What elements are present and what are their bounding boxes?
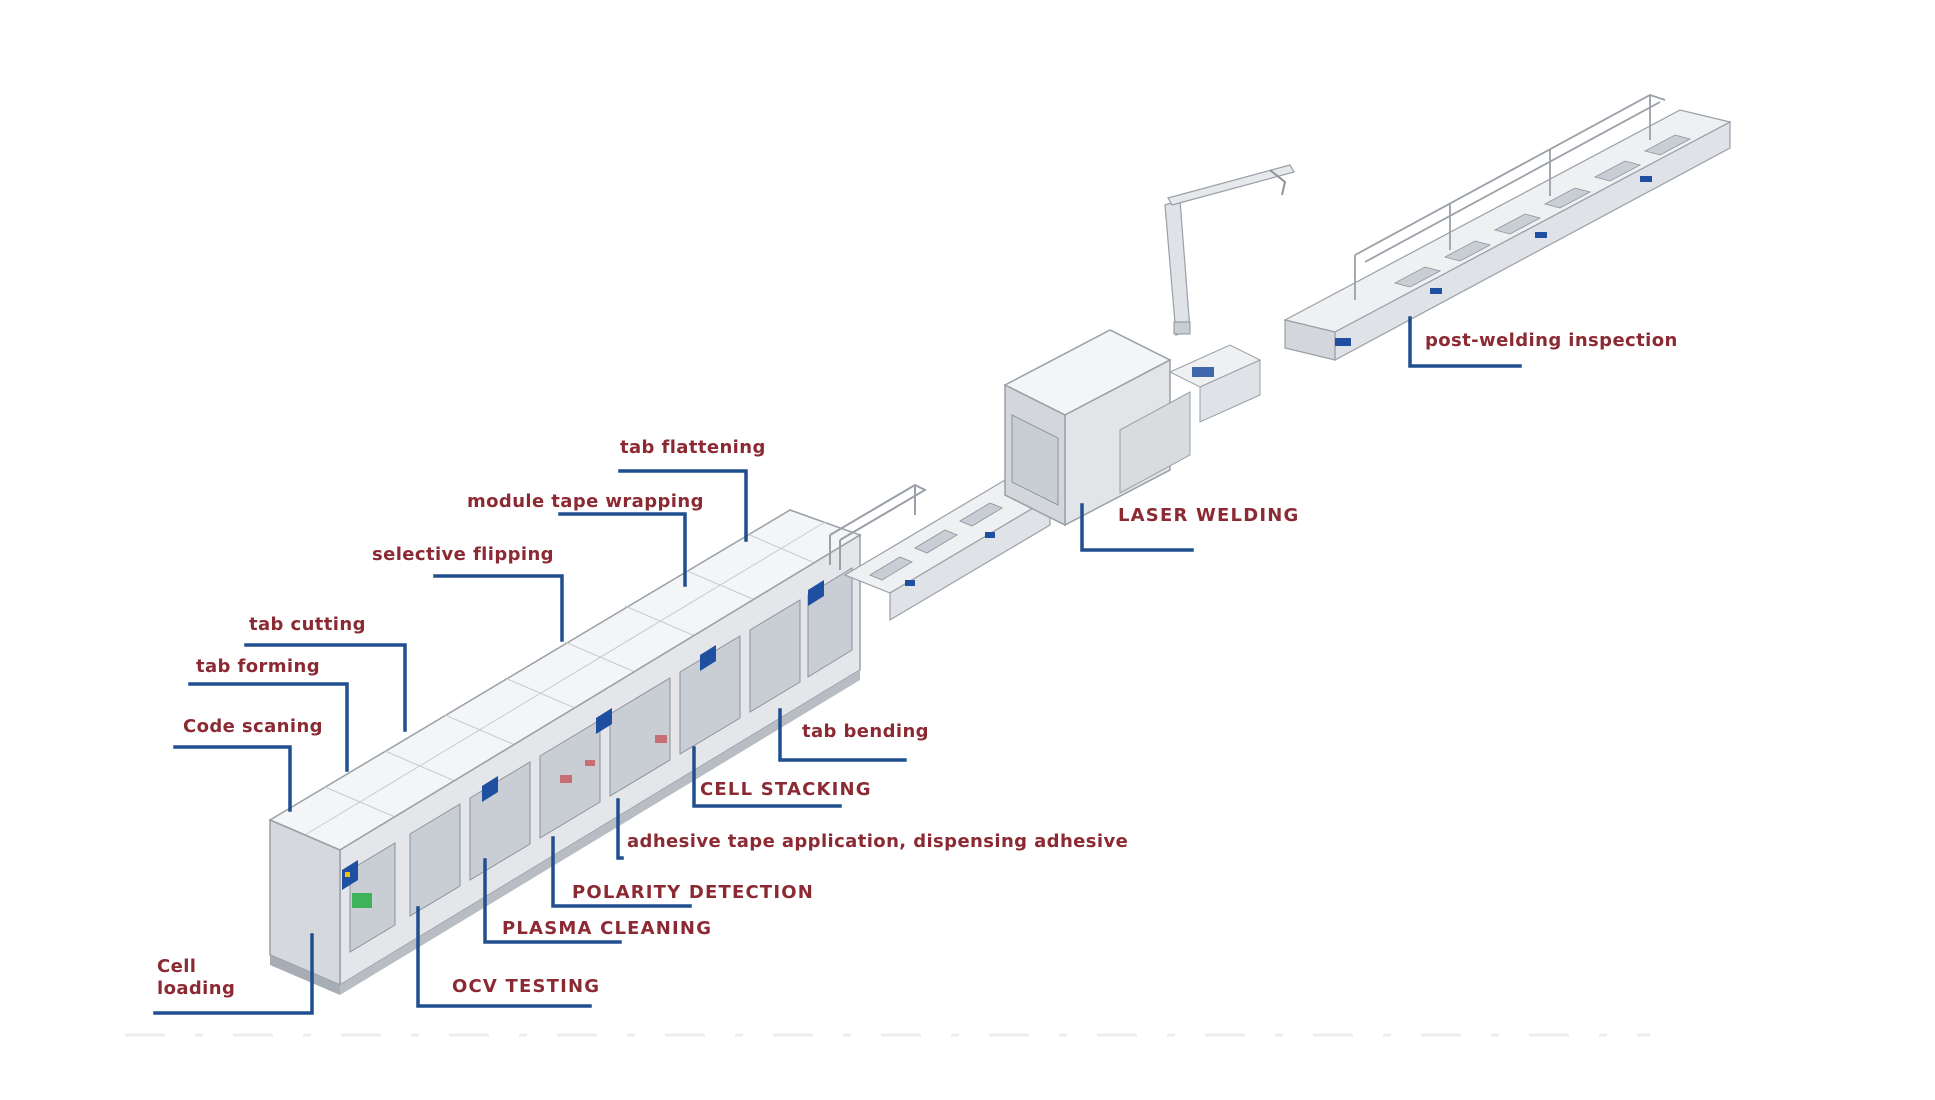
leader-cell-loading [153,933,314,1015]
brand-logo-plates [342,580,824,890]
label-tab-cutting: tab cutting [249,614,366,635]
conveyor-section [829,479,1052,622]
leader-adhesive [616,798,624,860]
label-adhesive-tape-application: adhesive tape application, dispensing ad… [627,831,1129,852]
robot-arm [1164,164,1295,336]
label-tab-flattening: tab flattening [620,437,766,458]
label-laser-welding: LASER WELDING [1118,505,1300,526]
leader-post-welding-inspection [1408,316,1522,368]
leader-tab-cutting [244,643,407,732]
label-module-tape-wrapping: module tape wrapping [467,491,704,512]
main-assembly-machine [268,509,862,995]
label-tab-bending: tab bending [802,721,929,742]
leader-plasma-cleaning [483,858,622,944]
leader-tab-forming [188,682,349,772]
label-selective-flipping: selective flipping [372,544,554,565]
label-plasma-cleaning: PLASMA CLEANING [502,918,713,939]
leader-lines [153,316,1522,1015]
leader-code-scaning [173,745,292,812]
label-tab-forming: tab forming [196,656,321,677]
leader-polarity-detection [551,836,692,908]
leader-tab-flattening [618,469,748,542]
label-cell-stacking: CELL STACKING [700,779,872,800]
label-polarity-detection: POLARITY DETECTION [572,882,814,903]
leader-ocv-testing [416,906,592,1008]
leader-tab-bending [778,708,907,762]
label-post-welding-inspection: post-welding inspection [1425,330,1678,351]
leader-selective-flipping [433,574,564,642]
laser-welding-station [1003,329,1262,527]
leader-module-tape-wrapping [558,512,687,587]
label-cell-loading: Cell loading [157,956,236,999]
label-code-scaning: Code scaning [183,716,323,737]
inspection-line [1283,94,1732,362]
label-ocv-testing: OCV TESTING [452,976,601,997]
leader-cell-stacking [692,746,842,808]
leader-laser-welding [1080,503,1194,552]
